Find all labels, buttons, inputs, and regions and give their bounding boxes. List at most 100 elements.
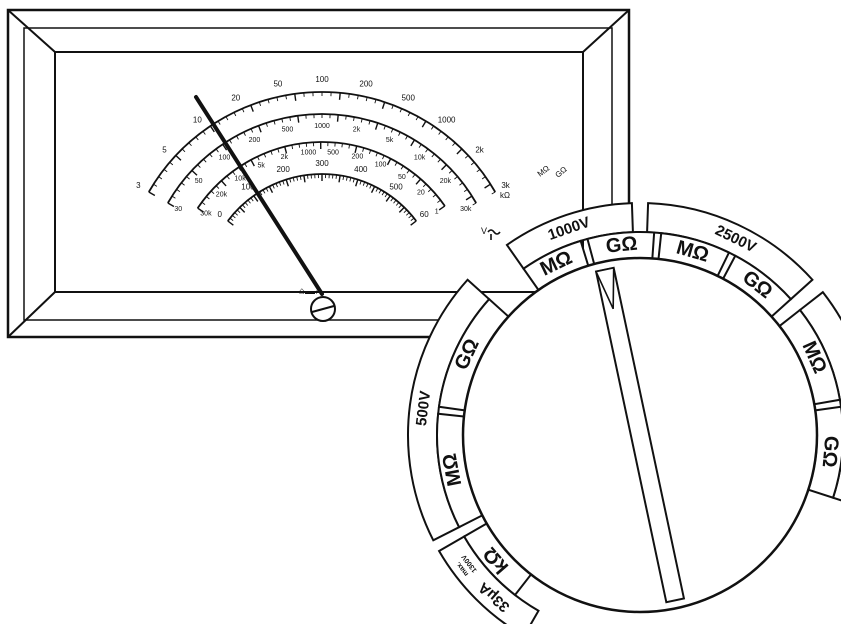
scale-tick <box>410 217 415 221</box>
scale-tick <box>410 220 417 226</box>
scale-tick <box>465 195 473 201</box>
scale-tick <box>394 161 398 166</box>
scale-1-ticks <box>148 92 496 197</box>
scale-label: 100 <box>241 183 255 192</box>
range-label-g-1000: GΩ <box>605 233 639 258</box>
scale-tick <box>257 156 260 161</box>
scale-tick <box>412 174 416 178</box>
scale-tick <box>232 214 236 219</box>
scale-tick <box>370 186 376 193</box>
scale-label: 200 <box>249 137 261 144</box>
scale-tick <box>445 136 449 141</box>
scale-label: 500 <box>282 126 294 133</box>
analog-meter: 3510205010020050010002k3k305010020050010… <box>6 8 631 339</box>
scale-tick <box>345 176 348 181</box>
scale-tick <box>215 148 219 153</box>
scale-tick <box>430 125 434 130</box>
scale-tick <box>244 202 249 206</box>
scale-tick <box>281 118 284 123</box>
scale-tick <box>391 104 394 110</box>
scale-tick <box>262 189 266 194</box>
ac-symbol-icon <box>487 229 501 240</box>
scale-tick <box>375 152 378 157</box>
scale-tick <box>383 125 386 130</box>
range-selector-dial[interactable]: MΩGΩMΩGΩMΩGΩMΩGΩkΩ1000V2500V5000V500V33µ… <box>406 202 841 624</box>
scale-tick <box>197 207 204 213</box>
scale-tick <box>437 158 441 163</box>
scale-tick <box>463 188 468 193</box>
scale-tick <box>359 180 362 185</box>
scale-tick <box>167 202 175 208</box>
scale-tick <box>258 101 262 107</box>
scale-label: 0 <box>218 210 223 219</box>
scale-tick <box>234 212 238 216</box>
scale-tick <box>381 101 386 109</box>
scale-label: 100 <box>219 155 231 162</box>
scale-tick <box>257 125 262 133</box>
scale-4-unit: V <box>481 226 487 236</box>
scale-tick <box>250 159 255 167</box>
scale-tick <box>386 158 392 166</box>
scale-tick <box>349 177 352 182</box>
scale-tick <box>292 177 295 182</box>
scale-tick <box>298 143 301 148</box>
scale-label: 30k <box>200 211 212 218</box>
scale-tick <box>406 169 410 174</box>
zero-adjust-screw[interactable] <box>310 296 336 322</box>
scale-tick <box>362 181 366 186</box>
scale-tick <box>472 202 477 206</box>
scale-tick <box>338 175 341 183</box>
scale-tick <box>209 153 213 158</box>
scale-tick <box>244 163 248 168</box>
scale-label: 2k <box>475 145 484 154</box>
scale-tick <box>342 175 345 181</box>
scale-tick <box>250 128 254 133</box>
scale-label: 500 <box>327 149 339 156</box>
scale-tick <box>341 143 343 148</box>
scale-tick <box>229 217 234 221</box>
scale-tick <box>222 143 228 151</box>
scale-tick <box>352 178 355 183</box>
scale-label: 2k <box>353 126 361 133</box>
scale-label: 500 <box>389 183 403 192</box>
scale-tick <box>188 142 192 147</box>
scale-tick <box>153 183 158 187</box>
scale-tick <box>242 204 246 209</box>
scale-3-ticks <box>197 141 446 213</box>
scale-tick <box>491 191 496 195</box>
meter-needle <box>194 95 324 296</box>
zero-adjust-symbols: ⌂▬∩ <box>299 286 322 297</box>
scale-tick <box>484 183 491 189</box>
scale-tick <box>427 188 432 193</box>
scale-tick <box>393 199 397 204</box>
scale-tick <box>425 148 429 153</box>
scale-label: 100 <box>315 75 329 84</box>
scale-tick <box>250 197 254 202</box>
scale-tick <box>296 176 299 181</box>
scale-tick <box>294 93 297 101</box>
scale-tick <box>203 158 207 163</box>
scale-tick <box>273 120 276 125</box>
scale-tick <box>374 122 379 130</box>
scale-tick <box>365 97 368 102</box>
scale-tick <box>438 205 446 211</box>
scale-tick <box>253 195 259 202</box>
scale-label: 200 <box>352 153 364 160</box>
scale-tick <box>476 168 481 173</box>
scale-tick <box>385 195 391 202</box>
scale-tick <box>181 148 186 153</box>
scale-tick <box>217 120 221 125</box>
scale-tick <box>448 170 453 174</box>
scale-tick <box>206 196 210 200</box>
scale-label: 50 <box>398 174 406 181</box>
scale-tick <box>201 201 206 205</box>
scale-label: 3 <box>136 181 141 190</box>
scale-tick <box>407 112 411 117</box>
scale-label: 5 <box>162 145 167 154</box>
scale-tick <box>431 153 435 158</box>
scale-tick <box>259 191 263 196</box>
scale-tick <box>338 92 341 100</box>
scale-2-ticks <box>167 114 477 208</box>
